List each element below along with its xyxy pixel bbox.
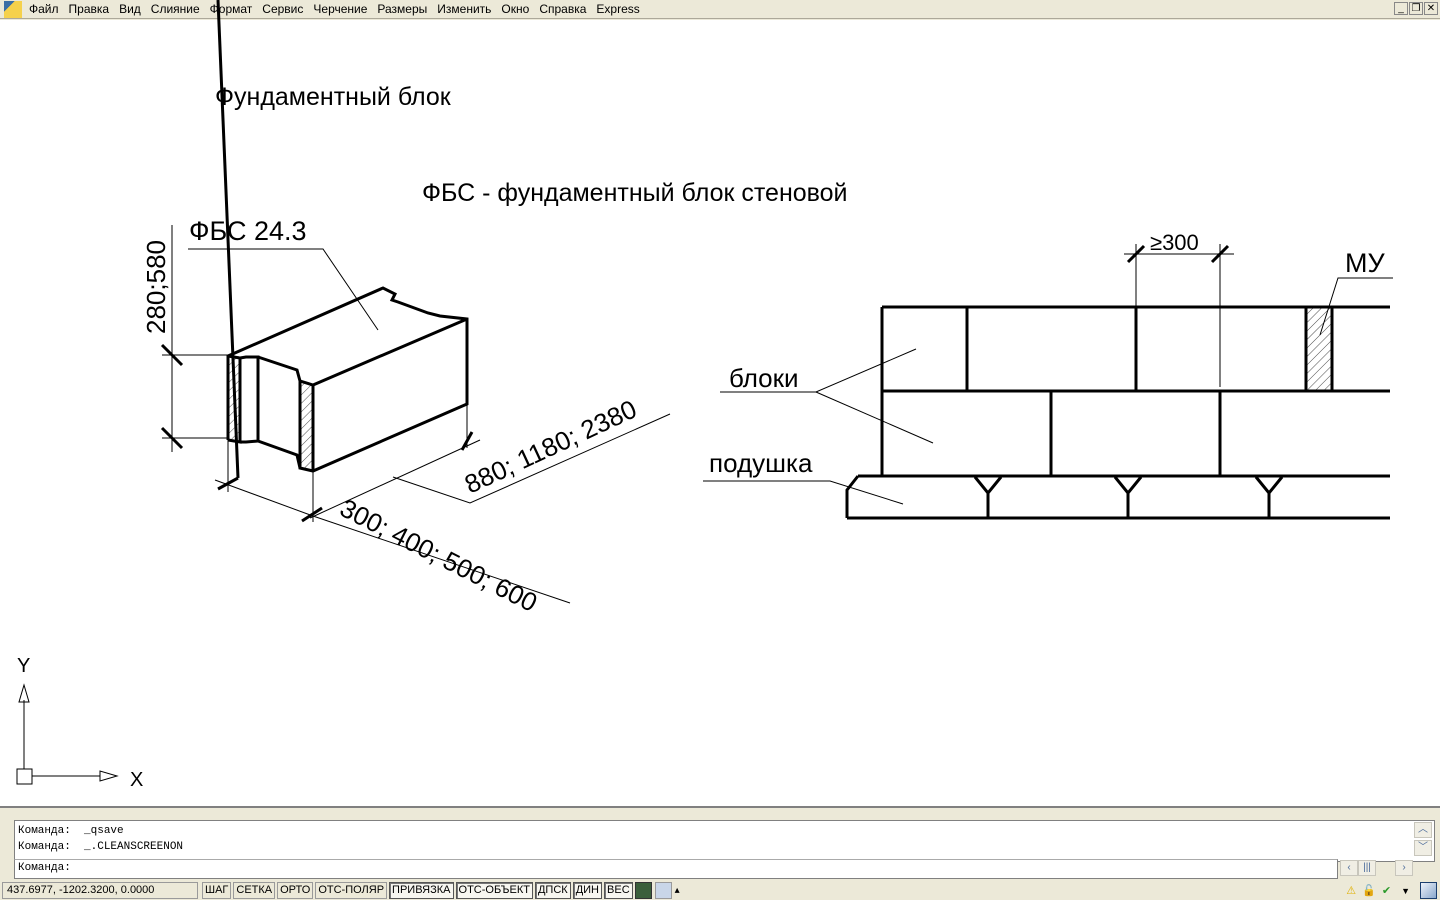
- app-logo-icon[interactable]: [4, 0, 22, 18]
- menu-window[interactable]: Окно: [501, 2, 530, 16]
- toggle-grid[interactable]: СЕТКА: [233, 882, 276, 899]
- mu-label: МУ: [1345, 248, 1385, 278]
- menu-help[interactable]: Справка: [539, 2, 587, 16]
- length-dim-label: 880; 1180; 2380: [460, 394, 641, 500]
- scrollbar-thumb[interactable]: |||: [1358, 860, 1376, 876]
- restore-icon[interactable]: ❐: [1409, 2, 1423, 15]
- menu-view[interactable]: Вид: [119, 2, 141, 16]
- minimize-icon[interactable]: _: [1394, 2, 1408, 15]
- menu-dimension[interactable]: Размеры: [377, 2, 428, 16]
- scroll-down-icon[interactable]: ﹀: [1414, 840, 1432, 856]
- toggle-ducs[interactable]: ДПСК: [534, 882, 571, 899]
- width-dim-label: 300; 400; 500; 600: [335, 493, 542, 618]
- command-prompt: Команда:: [18, 862, 71, 874]
- command-input[interactable]: Команда:: [14, 859, 1338, 879]
- height-dim-label: 280;580: [141, 240, 171, 334]
- drawing-canvas[interactable]: Фундаментный блок ФБС - фундаментный бло…: [0, 0, 1440, 806]
- expand-arrow-icon[interactable]: ▴: [674, 885, 680, 896]
- toggle-polar[interactable]: ОТС-ПОЛЯР: [315, 882, 388, 899]
- toggle-lwt[interactable]: ВЕС: [604, 882, 633, 899]
- command-history: Команда: _qsave Команда: _.CLEANSCREENON: [14, 820, 1435, 862]
- overlap-dim-label: ≥300: [1150, 230, 1199, 255]
- close-icon[interactable]: ✕: [1424, 2, 1438, 15]
- menu-modify[interactable]: Изменить: [437, 2, 492, 16]
- history-line: Команда: _.CLEANSCREENON: [18, 841, 184, 853]
- ucs-x-label: X: [130, 769, 143, 791]
- menu-edit[interactable]: Правка: [68, 2, 110, 16]
- lock-icon[interactable]: 🔓: [1362, 885, 1376, 897]
- toggle-osnap[interactable]: ПРИВЯЗКА: [389, 882, 454, 899]
- layout-icon[interactable]: [654, 882, 672, 899]
- menu-express[interactable]: Express: [596, 2, 640, 16]
- drawing-subtitle: ФБС - фундаментный блок стеновой: [422, 179, 848, 207]
- coordinates-readout: 437.6977, -1202.3200, 0.0000: [2, 882, 198, 899]
- block-label: ФБС 24.3: [189, 216, 307, 246]
- scroll-right-icon[interactable]: ›: [1395, 860, 1413, 876]
- ucs-y-label: Y: [17, 655, 30, 677]
- history-line: Команда: _qsave: [18, 825, 124, 837]
- model-icon[interactable]: [634, 882, 652, 899]
- menu-tools[interactable]: Сервис: [262, 2, 304, 16]
- toggle-dyn[interactable]: ДИН: [572, 882, 603, 899]
- scroll-left-icon[interactable]: ‹: [1340, 860, 1358, 876]
- blocks-label: блоки: [729, 363, 799, 393]
- menu-format[interactable]: Формат: [209, 2, 253, 16]
- foundation-block-drawing: [160, 0, 671, 604]
- drawing-title: Фундаментный блок: [215, 83, 452, 111]
- menu-merge[interactable]: Слияние: [150, 2, 200, 16]
- menu-bar: Файл Правка Вид Слияние Формат Сервис Че…: [0, 0, 1440, 19]
- cad-standards-icon[interactable]: ✔: [1381, 885, 1392, 897]
- wall-section-drawing: [703, 244, 1393, 520]
- scroll-up-icon[interactable]: ︿: [1414, 822, 1432, 838]
- cushion-label: подушка: [709, 448, 813, 478]
- menu-draw[interactable]: Черчение: [313, 2, 368, 16]
- statusbar-menu-icon[interactable]: ▼: [1401, 885, 1410, 896]
- toggle-snap[interactable]: ШАГ: [202, 882, 232, 899]
- toggle-otrack[interactable]: ОТС-ОБЪЕКТ: [455, 882, 533, 899]
- warning-icon[interactable]: ⚠: [1346, 885, 1357, 897]
- toggle-ortho[interactable]: ОРТО: [277, 882, 314, 899]
- ucs-icon: [16, 683, 119, 785]
- clean-screen-icon[interactable]: [1420, 882, 1437, 899]
- command-window: Команда: _qsave Команда: _.CLEANSCREENON…: [0, 806, 1440, 880]
- menu-file[interactable]: Файл: [29, 2, 59, 16]
- status-bar: 437.6977, -1202.3200, 0.0000 ШАГ СЕТКА О…: [0, 881, 1440, 900]
